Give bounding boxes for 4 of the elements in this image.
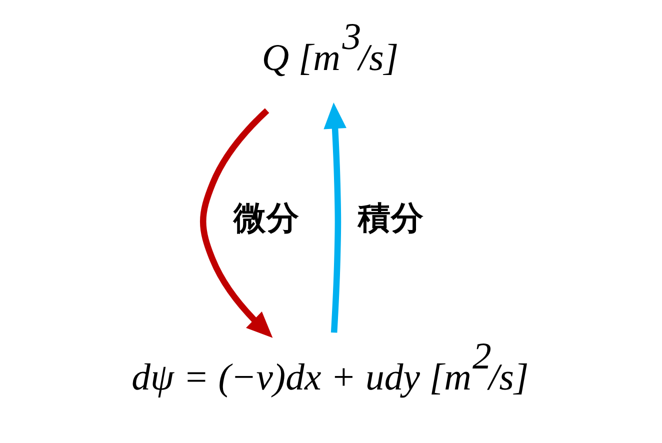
edge-label: 微分 [234, 198, 300, 237]
arrow [324, 102, 346, 333]
arrow [200, 108, 273, 338]
edge-label: 積分 [358, 198, 424, 237]
